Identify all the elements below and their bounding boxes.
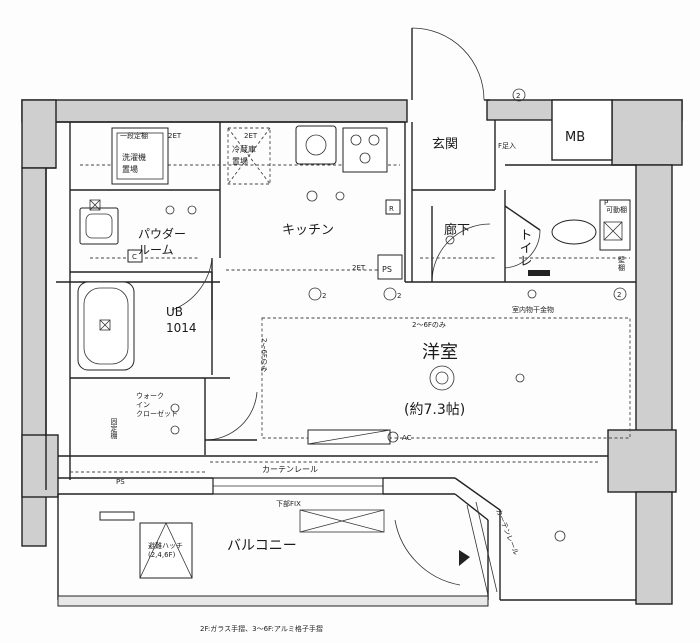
room-corridor: 廊下 — [444, 222, 470, 238]
room-balcony: バルコニー — [227, 538, 297, 554]
label-fridge: 冷蔵庫置場 — [232, 144, 256, 166]
interior-walls — [45, 120, 636, 607]
label-curtain-rail: カーテンレール — [262, 465, 318, 474]
label-footer-note: 2F:ガラス手摺、3～6F:アルミ格子手摺 — [200, 624, 323, 633]
room-shoe-box: F足入 — [498, 142, 516, 150]
label-toilet-note: 壁棚 — [618, 255, 625, 272]
room-toilet: トイレ — [517, 228, 532, 267]
label-indoor-hardware: 室内物干金物 — [512, 305, 554, 314]
room-entrance: 玄関 — [432, 137, 458, 152]
label-ps-small: PS — [116, 478, 125, 486]
label-fridge-2et: 2ET — [244, 132, 258, 140]
structural-walls — [21, 99, 683, 605]
label-r: R — [389, 205, 394, 213]
label-evacuation-hatch: 避難ハッチ(2,4,6F) — [148, 541, 183, 559]
marker-left: 2 — [322, 292, 326, 300]
doors — [171, 27, 541, 586]
label-ac: AC — [402, 434, 412, 442]
label-c: C — [132, 253, 137, 261]
label-ps: PS — [382, 265, 392, 274]
marker-toilet-top: P — [604, 199, 608, 207]
label-2-6f-b: 2～6Fのみ — [260, 338, 268, 372]
fixtures — [77, 88, 631, 579]
dashed-outlines — [70, 127, 631, 473]
label-curtain-rail-2: カーテンレール — [494, 508, 520, 556]
label-kitchen-2et: 2ET — [352, 264, 366, 272]
room-kitchen: キッチン — [282, 223, 334, 238]
label-washer-2et: 2ET — [168, 132, 182, 140]
marker-door: 2 — [516, 92, 520, 100]
label-lower-fix: 下部FIX — [276, 499, 301, 508]
labels: 玄関 MB F足入 キッチン 廊下 トイレ 洋室 (約7.3帖) バルコニー パ… — [110, 92, 627, 633]
room-walk-in-closet: ウォークインクローゼット — [136, 392, 178, 418]
label-fixed-shelf: 固定棚 — [110, 418, 118, 440]
room-powder: パウダールーム — [138, 226, 186, 257]
room-mb: MB — [565, 130, 585, 145]
marker-mid: 2 — [397, 292, 401, 300]
label-toilet-shelf: 可動棚 — [606, 205, 627, 214]
room-western: 洋室 — [422, 342, 458, 363]
label-2-6f-a: 2～6Fのみ — [412, 321, 446, 329]
label-washer: 洗濯機置場 — [122, 152, 146, 174]
marker-toilet: 2 — [617, 291, 621, 299]
room-western-size: (約7.3帖) — [404, 402, 465, 418]
label-washer-shelf: 一段定棚 — [120, 131, 148, 140]
